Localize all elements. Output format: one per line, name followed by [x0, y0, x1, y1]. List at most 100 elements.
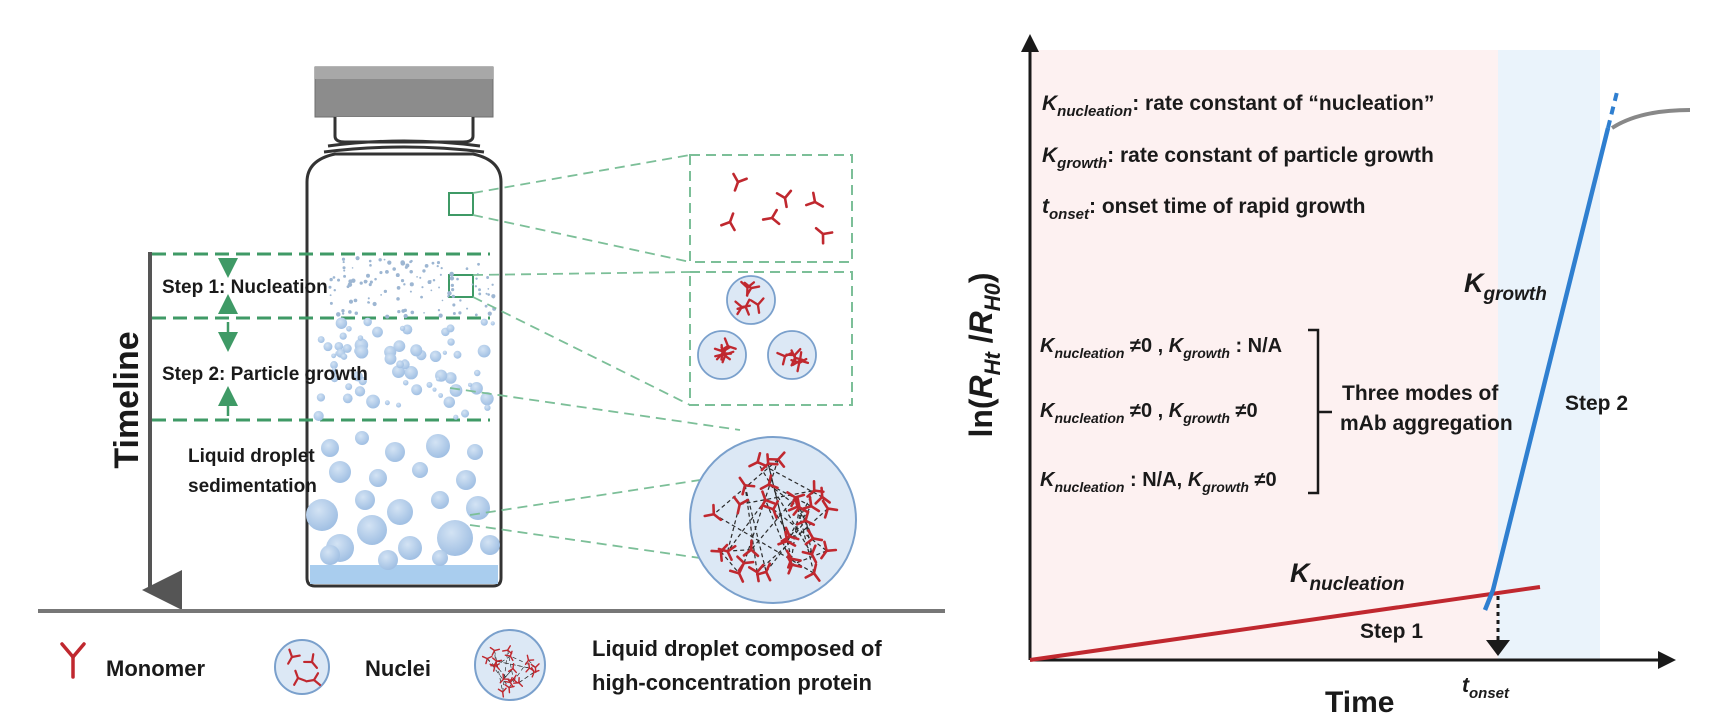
legend-droplet-icon: [474, 629, 546, 701]
nucleation-dot: [487, 311, 492, 316]
droplet-inset-content: [703, 450, 839, 586]
mode-3: Knucleation : N/A, Kgrowth ≠0: [1040, 469, 1277, 495]
nucleation-dot: [341, 312, 345, 315]
definition-k-growth: Kgrowth: rate constant of particle growt…: [1042, 144, 1434, 172]
droplet: [402, 379, 409, 386]
droplet: [330, 361, 338, 369]
network-link: [510, 655, 536, 668]
monomer-inset: [689, 154, 853, 263]
legend-nuclei-label: Nuclei: [365, 656, 431, 681]
monomer-sample-box: [448, 192, 474, 216]
network-link: [720, 551, 740, 574]
nucleation-dot: [419, 276, 422, 279]
droplet: [426, 434, 450, 458]
nucleation-dot: [385, 270, 389, 274]
nucleation-dot: [341, 257, 346, 261]
droplet: [467, 444, 483, 460]
nucleation-dot: [374, 277, 377, 281]
nucleation-dot: [368, 259, 372, 263]
nucleation-dot: [478, 288, 481, 292]
nucleation-dot: [369, 264, 372, 267]
droplet: [453, 350, 462, 359]
droplet: [357, 515, 387, 545]
droplet: [443, 396, 456, 408]
droplet: [392, 365, 405, 379]
nucleation-line: [1029, 585, 1541, 662]
nucleation-dot: [420, 295, 423, 299]
nucleation-dot: [368, 283, 372, 287]
vial-bottom-layer: [310, 565, 498, 584]
nucleation-dot: [383, 258, 386, 261]
modes-bracket: [1308, 328, 1332, 495]
nucleation-dot: [396, 286, 401, 290]
y-axis-title: ln(RHt /RH0): [963, 272, 1005, 437]
droplet: [346, 325, 352, 332]
droplet: [357, 335, 364, 341]
droplet: [431, 491, 449, 509]
legend-nuclei-icon: [274, 639, 330, 695]
droplet: [490, 321, 495, 326]
network-link: [507, 650, 514, 680]
nucleation-dot: [397, 309, 401, 314]
nucleation-dot: [438, 313, 443, 318]
droplet: [396, 360, 405, 369]
droplet: [331, 353, 337, 359]
modes-label-2: mAb aggregation: [1340, 412, 1513, 435]
nucleation-dot: [404, 265, 408, 269]
droplet: [372, 326, 383, 338]
droplet: [410, 344, 423, 357]
nucleation-dot: [343, 269, 346, 272]
droplet: [449, 384, 463, 397]
nucleation-dot: [410, 310, 415, 315]
droplet: [435, 376, 441, 382]
legend-droplet-label-2: high-concentration protein: [592, 670, 872, 695]
droplet: [321, 439, 339, 457]
droplet: [340, 353, 348, 360]
vial-cap: [314, 66, 494, 154]
droplet: [398, 536, 422, 560]
modes-label-1: Three modes of: [1342, 382, 1499, 405]
network-link: [765, 520, 806, 573]
legend-monomer-label: Monomer: [106, 656, 205, 681]
nucleation-dot: [385, 314, 390, 319]
zoom-connectors: [449, 154, 741, 559]
nucleation-dot: [343, 274, 347, 278]
droplet: [473, 369, 481, 377]
network-link: [494, 650, 504, 693]
nucleation-dot: [475, 277, 478, 280]
k-growth-label: Kgrowth: [1464, 268, 1547, 305]
droplet: [384, 400, 390, 406]
right-panel: ln(RHt /RH0) Time Knucleation: rate cons…: [963, 34, 1691, 719]
nucleation-dot: [383, 289, 388, 294]
legend-droplet-label-1: Liquid droplet composed of: [592, 636, 882, 661]
nucleation-dot: [353, 298, 358, 303]
nucleation-dot: [449, 276, 455, 281]
nucleation-dot: [478, 292, 482, 296]
network-link: [487, 658, 510, 688]
droplet: [313, 410, 324, 422]
nucleation-dot: [422, 269, 426, 273]
network-link: [518, 671, 535, 684]
nucleation-dot: [441, 299, 444, 302]
droplet: [385, 442, 405, 462]
droplet: [352, 371, 363, 382]
nucleation-dot: [329, 277, 333, 282]
growth-line: [1482, 127, 1611, 611]
nucleation-dot: [447, 291, 452, 296]
droplet: [470, 381, 483, 395]
droplet: [399, 325, 406, 332]
nucleation-dots: [328, 256, 497, 319]
nucleation-dot: [484, 304, 488, 308]
nucleation-dot: [365, 280, 368, 283]
nucleation-dot: [346, 285, 350, 289]
left-panel: Timeline Step 1: Nucleatio: [38, 66, 945, 701]
droplet: [329, 461, 351, 483]
nucleation-dot: [416, 276, 418, 278]
nucleation-dot: [348, 310, 352, 314]
network-link: [772, 508, 791, 537]
nucleation-dot: [465, 267, 469, 271]
droplet: [432, 550, 448, 566]
nucleation-dot: [409, 270, 413, 274]
x-axis-title: Time: [1325, 686, 1394, 719]
nucleation-dot: [431, 261, 435, 265]
